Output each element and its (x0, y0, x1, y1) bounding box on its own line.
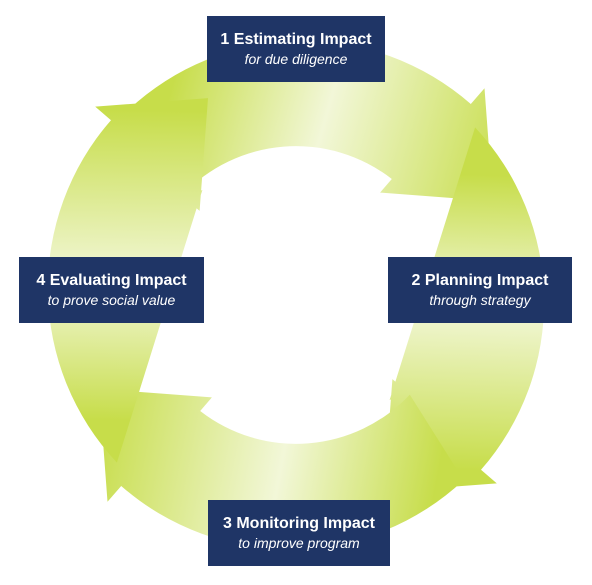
step-box-estimating: 1 Estimating Impact for due diligence (207, 16, 385, 82)
step-title: 1 Estimating Impact (220, 30, 372, 48)
step-subtitle: to prove social value (47, 291, 176, 308)
step-subtitle: to improve program (238, 534, 360, 551)
step-subtitle: through strategy (429, 291, 531, 308)
step-subtitle: for due diligence (244, 50, 348, 67)
step-title: 3 Monitoring Impact (223, 514, 375, 532)
step-box-planning: 2 Planning Impact through strategy (388, 257, 572, 323)
step-box-evaluating: 4 Evaluating Impact to prove social valu… (19, 257, 204, 323)
step-title: 4 Evaluating Impact (36, 271, 187, 289)
step-box-monitoring: 3 Monitoring Impact to improve program (208, 500, 390, 566)
step-title: 2 Planning Impact (411, 271, 549, 289)
